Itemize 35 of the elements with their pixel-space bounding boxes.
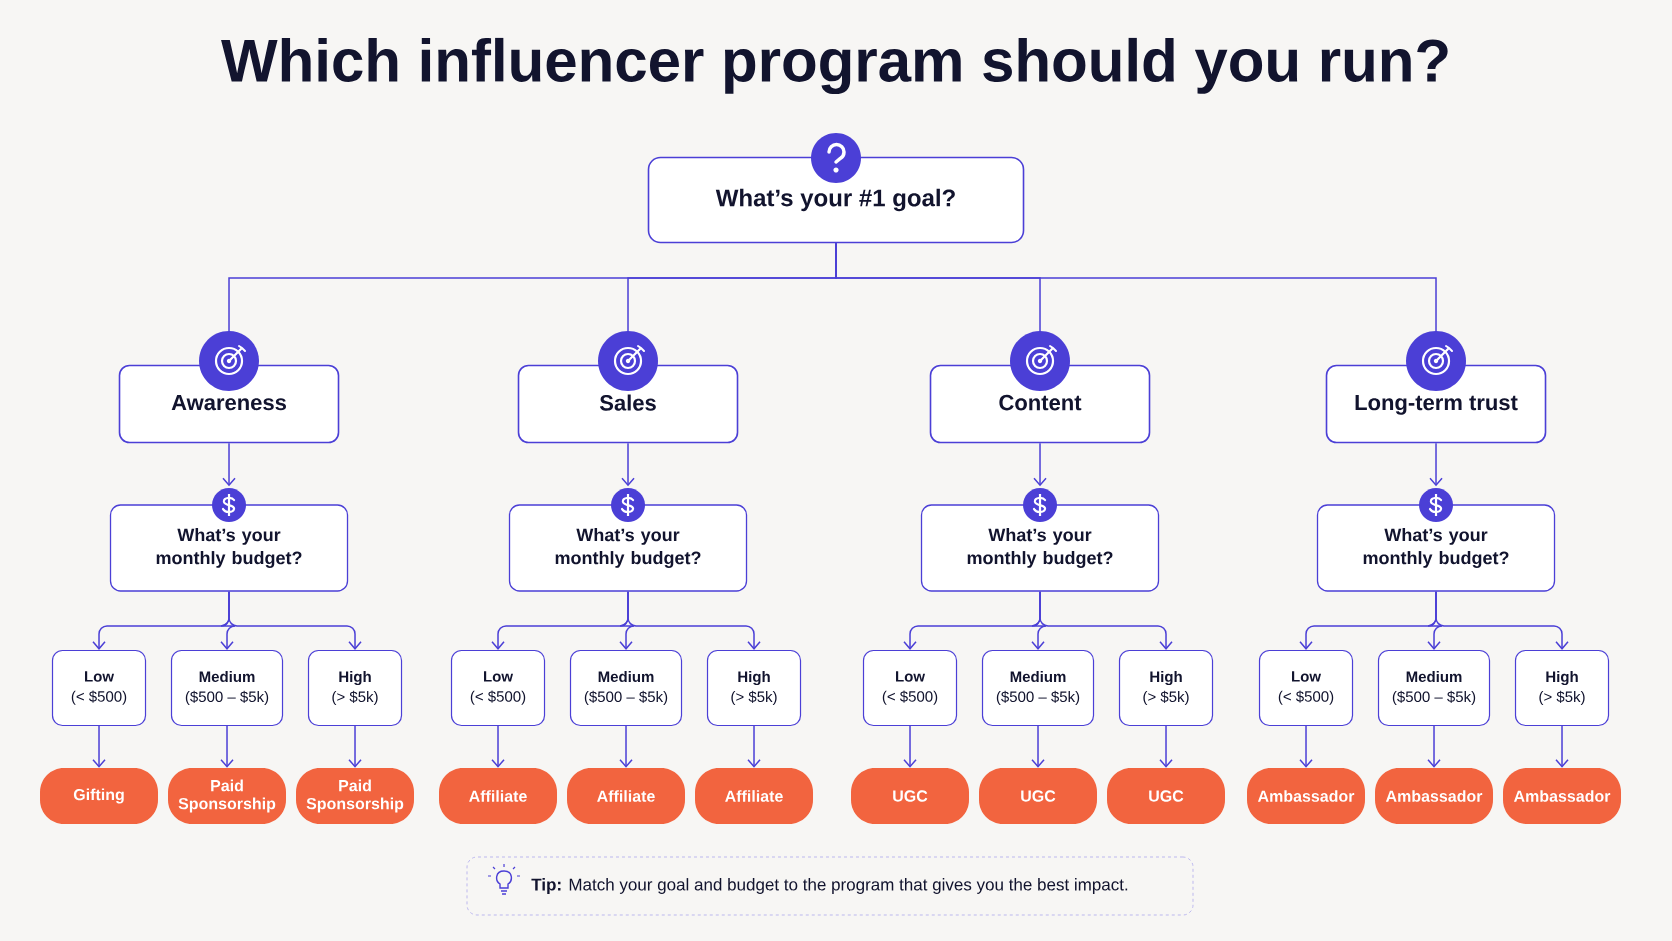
program-pill: Ambassador bbox=[1375, 768, 1493, 824]
program-pill: UGC bbox=[1107, 768, 1225, 824]
program-pill: Affiliate bbox=[567, 768, 685, 824]
question-box: What’s your monthly budget? bbox=[109, 504, 349, 592]
budget-level-box: Low (< $500) bbox=[450, 649, 546, 727]
program-pill: Ambassador bbox=[1503, 768, 1621, 824]
title: Which influencer program should you run? bbox=[221, 37, 1448, 95]
goal-box: Content bbox=[929, 364, 1151, 444]
program-pill: Affiliate bbox=[695, 768, 813, 824]
budget-level-box: High (> $5k) bbox=[307, 649, 403, 727]
program-pill: UGC bbox=[851, 768, 969, 824]
program-pill: Ambassador bbox=[1247, 768, 1365, 824]
budget-level-box: High (> $5k) bbox=[706, 649, 802, 727]
budget-level-box: Low (< $500) bbox=[862, 649, 958, 727]
program-pill: Paid Sponsorship bbox=[296, 768, 414, 824]
goal-box: Sales bbox=[517, 364, 739, 444]
budget-level-box: Medium ($500 – $5k) bbox=[569, 649, 683, 727]
program-pill: Affiliate bbox=[439, 768, 557, 824]
program-pill: Paid Sponsorship bbox=[168, 768, 286, 824]
program-pill: UGC bbox=[979, 768, 1097, 824]
budget-level-box: Low (< $500) bbox=[51, 649, 147, 727]
budget-level-box: Medium ($500 – $5k) bbox=[1377, 649, 1491, 727]
budget-level-box: High (> $5k) bbox=[1118, 649, 1214, 727]
question-box: What’s your monthly budget? bbox=[1316, 504, 1556, 592]
tip-box: Tip: Match your goal and budget to the program that gives you the best impact. bbox=[466, 856, 1194, 916]
program-pill: Gifting bbox=[40, 768, 158, 824]
budget-level-box: Medium ($500 – $5k) bbox=[170, 649, 284, 727]
question-box: What’s your monthly budget? bbox=[508, 504, 748, 592]
question-box: What’s your #1 goal? bbox=[647, 156, 1025, 244]
goal-box: Long-term trust bbox=[1325, 364, 1547, 444]
budget-level-box: Medium ($500 – $5k) bbox=[981, 649, 1095, 727]
goal-box: Awareness bbox=[118, 364, 340, 444]
budget-level-box: Low (< $500) bbox=[1258, 649, 1354, 727]
question-box: What’s your monthly budget? bbox=[920, 504, 1160, 592]
budget-level-box: High (> $5k) bbox=[1514, 649, 1610, 727]
